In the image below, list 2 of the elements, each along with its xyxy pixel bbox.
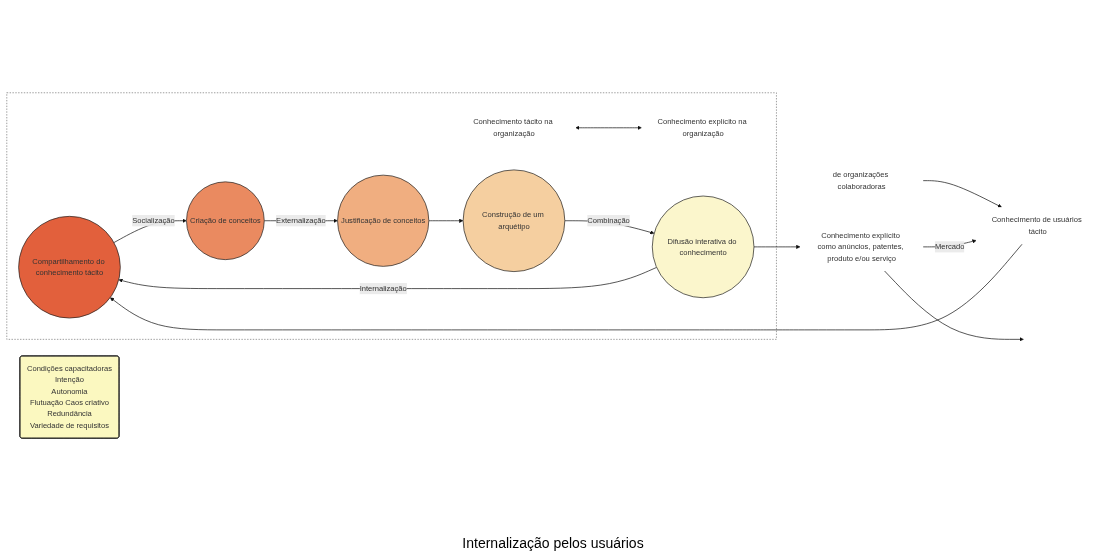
cluster [6,92,777,340]
axis-label: Internalização pelos usuários [462,535,644,551]
